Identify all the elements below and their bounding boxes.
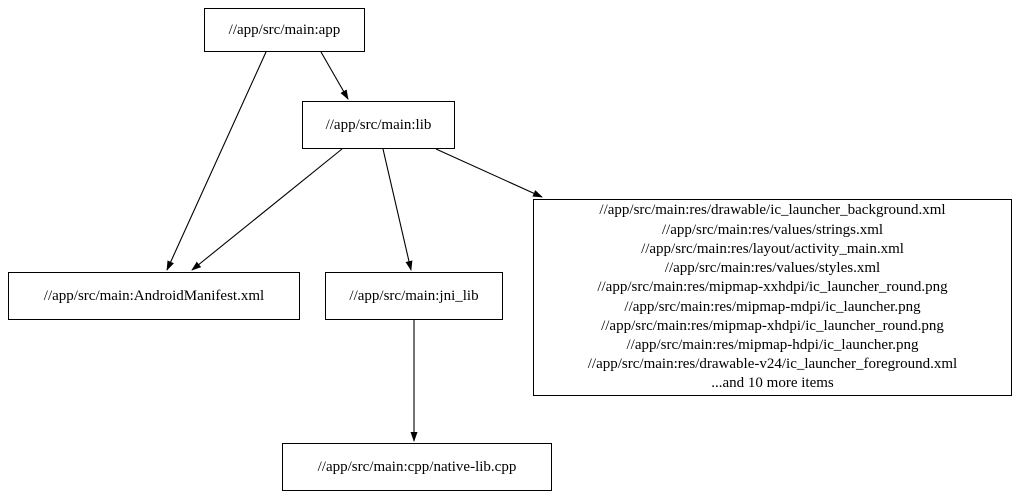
- node-label-native-lib-cpp: //app/src/main:cpp/native-lib.cpp: [317, 458, 517, 475]
- res-file-line: //app/src/main:res/mipmap-hdpi/ic_launch…: [626, 336, 919, 353]
- edge-app-lib: [320, 51, 349, 100]
- res-file-line: //app/src/main:res/layout/activity_main.…: [641, 240, 904, 257]
- graph-node-res-filegroup: //app/src/main:res/drawable/ic_launcher_…: [533, 199, 1012, 396]
- edge-lib-manifest: [191, 148, 343, 271]
- res-file-line: //app/src/main:res/values/styles.xml: [664, 260, 881, 277]
- node-label-jni-lib: //app/src/main:jni_lib: [349, 287, 479, 304]
- res-file-line: //app/src/main:res/mipmap-xhdpi/ic_launc…: [601, 317, 944, 334]
- edge-lib-res-filegroup: [435, 148, 543, 198]
- graph-node-native-lib-cpp: //app/src/main:cpp/native-lib.cpp: [282, 443, 552, 491]
- node-label-android-manifest: //app/src/main:AndroidManifest.xml: [43, 287, 265, 304]
- res-file-line: //app/src/main:res/mipmap-xxhdpi/ic_laun…: [597, 279, 948, 296]
- res-more-items-line: ...and 10 more items: [711, 375, 834, 392]
- edge-app-manifest: [166, 51, 267, 271]
- node-label-lib: //app/src/main:lib: [325, 116, 432, 133]
- graph-node-jni-lib: //app/src/main:jni_lib: [325, 272, 503, 320]
- graph-node-app: //app/src/main:app: [204, 8, 365, 52]
- res-file-line: //app/src/main:res/drawable/ic_launcher_…: [599, 202, 946, 219]
- res-file-line: //app/src/main:res/drawable-v24/ic_launc…: [587, 356, 958, 373]
- edge-lib-jni-lib: [382, 148, 413, 271]
- node-label-app: //app/src/main:app: [228, 21, 341, 38]
- graph-node-android-manifest: //app/src/main:AndroidManifest.xml: [8, 272, 300, 320]
- res-file-line: //app/src/main:res/mipmap-mdpi/ic_launch…: [624, 298, 921, 315]
- res-file-line: //app/src/main:res/values/strings.xml: [661, 221, 884, 238]
- graph-node-lib: //app/src/main:lib: [302, 101, 455, 149]
